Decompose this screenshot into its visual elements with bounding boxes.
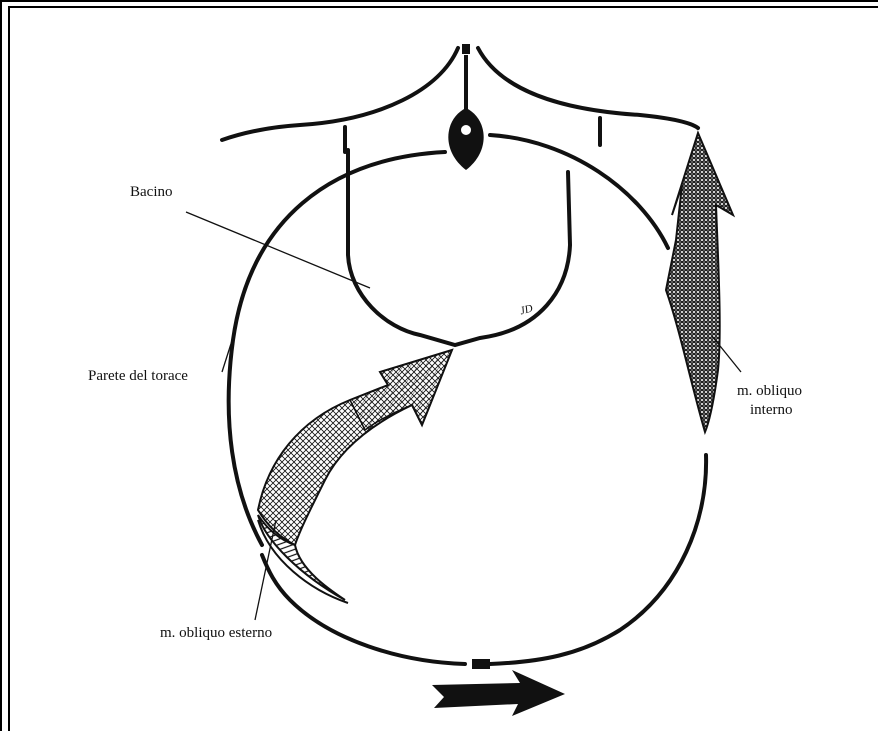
- leader-lines: [186, 212, 741, 620]
- label-obliquo-interno-1: m. obliquo: [737, 383, 802, 399]
- label-obliquo-interno-2: interno: [750, 402, 793, 418]
- thorax-wall: [229, 135, 706, 664]
- internal-oblique-arrow: [666, 133, 733, 432]
- rotation-arrow: [432, 670, 565, 716]
- label-parete-torace: Parete del torace: [88, 368, 188, 384]
- label-bacino: Bacino: [130, 184, 173, 200]
- external-oblique-arrow: [258, 350, 452, 603]
- artist-signature: JD: [519, 302, 535, 317]
- bottom-spine-mark: [472, 659, 490, 669]
- pelvis-bowl: [348, 150, 570, 345]
- spinal-cord: [448, 44, 483, 170]
- label-obliquo-esterno: m. obliquo esterno: [160, 625, 272, 641]
